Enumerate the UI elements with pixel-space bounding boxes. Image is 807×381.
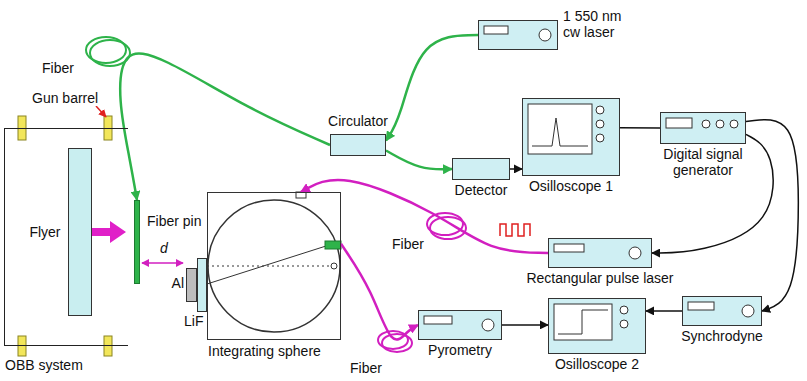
display [688, 302, 714, 310]
knob [596, 106, 604, 114]
node-label: OBB system [5, 357, 83, 373]
optical-fiber [301, 180, 548, 253]
node-label: Osilloscope 2 [555, 356, 639, 372]
knob [596, 134, 604, 142]
flyer-motion-arrow [92, 221, 126, 243]
node-label: Pyrometry [428, 342, 492, 358]
fiber-label: Fiber [40, 60, 76, 76]
pulse-trace [532, 118, 588, 146]
knob [482, 319, 494, 331]
gun-barrel-pointer [96, 106, 106, 117]
instrument-details [424, 26, 754, 340]
green-fiber-coil [86, 37, 130, 66]
coil-loop [382, 334, 412, 352]
exit-port [331, 263, 337, 269]
integrating-sphere-figure [207, 192, 341, 332]
circulator-box: Circulator [330, 134, 386, 156]
coil-loop [430, 217, 466, 239]
node-label: Detector [455, 182, 508, 198]
node-label: 1 550 nm cw laser [563, 8, 631, 40]
node-label: LiF [184, 313, 203, 329]
step-trace [558, 310, 608, 334]
laser-device: 1 550 nm cw laser [478, 20, 558, 50]
device-body [330, 134, 386, 156]
node-label: Circulator [328, 113, 388, 129]
node-label: Rectangular pulse laser [526, 270, 673, 286]
oscilloscope: Osilloscope 2 [548, 298, 646, 354]
signal-cable [620, 127, 660, 129]
knob [620, 306, 628, 314]
signal-cable [746, 120, 798, 311]
detector-box: Detector [452, 158, 510, 180]
pulse-train-symbol [500, 224, 530, 236]
part-label: Gun barrel [30, 90, 100, 106]
display [666, 118, 692, 128]
signal-cable [502, 324, 548, 326]
fiber-label: Fiber [348, 360, 384, 376]
optical-fiber [386, 35, 478, 141]
optical-fiber [341, 244, 418, 340]
knob [702, 120, 710, 128]
yellow-clamp [18, 336, 26, 356]
device-body [682, 296, 762, 326]
optical-fiber [120, 53, 330, 200]
integrating-sphere: Integrating sphere [207, 192, 341, 340]
signal-cable [510, 168, 522, 170]
device-body [548, 298, 646, 354]
device-body [452, 158, 510, 180]
optical-fiber [386, 151, 452, 170]
node-label: Synchrodyne [681, 328, 763, 344]
display [554, 244, 584, 252]
display [528, 104, 592, 154]
signal-cable [646, 310, 682, 312]
gun-barrel: OBB systemFlyer [4, 128, 128, 346]
dimension-label: d [158, 240, 170, 256]
flyer-plate: Flyer [68, 148, 92, 316]
fiber-port [325, 241, 341, 249]
fiber-pin: Fiber pin [134, 200, 140, 284]
yellow-clamp [104, 336, 112, 356]
knob [539, 29, 551, 41]
node-label: Flyer [29, 223, 60, 239]
node-label: Osilloscope 1 [529, 178, 613, 194]
device-body [418, 310, 502, 340]
device-body [660, 112, 746, 144]
signal-cable [652, 134, 773, 253]
node-label: Digital signal generator [651, 146, 755, 178]
al-layer: Al [186, 268, 197, 302]
display [484, 26, 508, 34]
display [424, 316, 452, 324]
sphere-circle [208, 200, 340, 332]
pulse-laser: Rectangular pulse laser [548, 238, 652, 268]
node-label: Fiber pin [147, 213, 201, 229]
knob [716, 120, 724, 128]
knob [620, 320, 628, 328]
knob [730, 120, 738, 128]
knob [596, 120, 604, 128]
signal-generator: Digital signal generator [660, 112, 746, 144]
collection-line [207, 246, 326, 284]
knob [629, 247, 641, 259]
optical-axis [207, 266, 332, 267]
display [554, 304, 612, 340]
device-body [522, 98, 620, 176]
distance-arrow [142, 262, 183, 264]
oscilloscope: Osilloscope 1 [522, 98, 620, 176]
fiber-label: Fiber [390, 236, 426, 252]
synchrodyne-box: Synchrodyne [682, 296, 762, 326]
node-label: Integrating sphere [208, 343, 321, 359]
instrument-bodies [330, 20, 762, 354]
lif-window: LiF [197, 258, 207, 312]
device-body [478, 20, 558, 50]
knob-rows [596, 106, 738, 328]
node-label: Al [172, 275, 184, 291]
knob [742, 305, 754, 317]
device-body [548, 238, 652, 268]
pyrometer: Pyrometry [418, 310, 502, 340]
